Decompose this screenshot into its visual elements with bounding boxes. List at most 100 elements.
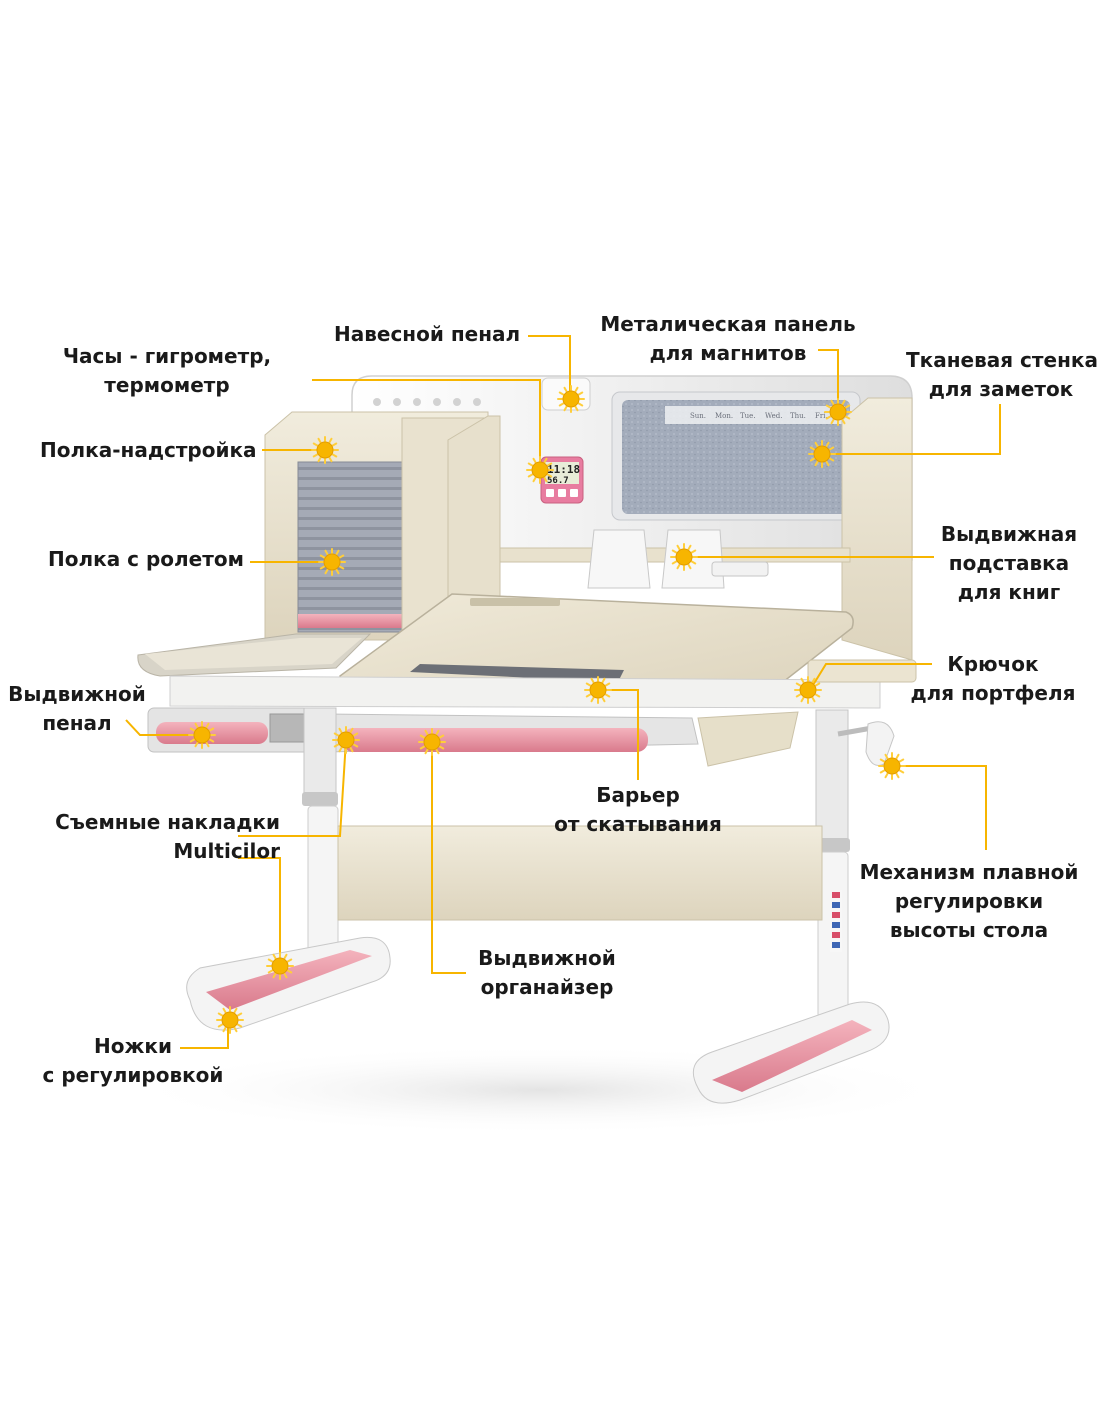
desk-apron	[169, 675, 881, 709]
label-line: для заметок	[928, 377, 1074, 401]
label-line: для книг	[957, 580, 1061, 604]
label-line: Выдвижная	[940, 522, 1078, 546]
leader-overlays-2	[238, 857, 281, 962]
calendar-day-label: Mon.	[715, 412, 733, 420]
calendar-strip	[665, 406, 845, 424]
label-shelf-superstructure: Полка-надстройка	[40, 436, 257, 465]
label-shelf-roller: Полка с ролетом	[48, 545, 244, 574]
leader-metal-panel	[818, 349, 839, 412]
label-height-mechanism: Механизм плавной регулировки высоты стол…	[856, 858, 1082, 945]
sun-marker-icon	[584, 676, 612, 704]
anti-roll-barrier	[410, 664, 624, 682]
label-book-stand: Выдвижная подставка для книг	[936, 520, 1082, 607]
roller-pink-strip	[298, 614, 402, 628]
sun-marker-icon	[311, 436, 339, 464]
label-removable-overlays: Съемные накладки Multicilor	[40, 808, 280, 866]
label-line: с регулировкой	[42, 1063, 224, 1087]
label-line: Ножки	[94, 1034, 172, 1058]
label-anti-roll-barrier: Барьер от скатывания	[550, 781, 726, 839]
book-stand-right	[661, 529, 725, 589]
label-line: от скатывания	[554, 812, 722, 836]
sun-marker-icon	[188, 721, 216, 749]
right-leg-upper	[815, 709, 849, 845]
label-drawer-pencil: Выдвижной пенал	[4, 680, 150, 738]
left-leg-collar	[302, 792, 338, 806]
label-clock-hygrometer: Часы - гигрометр, термометр	[62, 342, 272, 400]
clock-buttons	[546, 489, 578, 497]
label-line: Часы - гигрометр,	[62, 344, 272, 368]
label-line: Металическая панель	[600, 312, 856, 336]
sun-marker-icon	[318, 548, 346, 576]
calendar-day-label: Wed.	[765, 412, 782, 420]
clock-screen	[545, 462, 579, 484]
leader-overlays	[238, 739, 347, 837]
leader-mechanism	[892, 765, 987, 850]
clock-time-text: 11:18	[547, 463, 580, 476]
leader-hanging-case	[528, 335, 571, 398]
sun-marker-icon	[670, 543, 698, 571]
label-line: Выдвижной	[8, 682, 146, 706]
label-line: Механизм плавной	[859, 860, 1079, 884]
height-crank	[837, 721, 895, 766]
calendar-day-label: Tue.	[740, 412, 756, 420]
leader-organizer	[431, 740, 466, 974]
label-line: пенал	[42, 711, 112, 735]
label-line: для магнитов	[649, 341, 807, 365]
left-foot-pink	[206, 950, 372, 1010]
left-leg-lower	[307, 805, 339, 957]
book-stand	[587, 529, 651, 589]
label-line: подставка	[948, 551, 1070, 575]
markers	[188, 385, 906, 1034]
label-line: высоты стола	[889, 918, 1049, 942]
leader-bag-hook	[809, 663, 932, 691]
roller-shutter	[297, 461, 403, 633]
label-line: органайзер	[480, 975, 614, 999]
sun-marker-icon	[557, 385, 585, 413]
sun-marker-icon	[878, 752, 906, 780]
label-fabric-wall: Тканевая стенка для заметок	[906, 346, 1098, 404]
leader-lines	[125, 335, 1001, 1049]
label-hanging-pencil-case: Навесной пенал	[334, 320, 520, 349]
label-line: Полка-надстройка	[40, 438, 257, 462]
felt-board	[622, 400, 850, 514]
sun-marker-icon	[266, 952, 294, 980]
clock-humidity-text: 56.7	[547, 476, 569, 486]
label-bag-hook: Крючок для портфеля	[910, 650, 1076, 708]
label-line: Multicilor	[173, 839, 280, 863]
label-line: Барьер	[596, 783, 680, 807]
sun-marker-icon	[808, 440, 836, 468]
leader-clock	[312, 379, 541, 470]
label-line: Тканевая стенка	[906, 348, 1098, 372]
sun-marker-icon	[418, 728, 446, 756]
calendar-day-label: Thu.	[790, 412, 806, 420]
right-leg-collar	[814, 838, 850, 852]
organizer-overlay	[342, 728, 648, 752]
label-line: Выдвижной	[478, 946, 616, 970]
calendar-days: Sun. Mon. Tue. Wed. Thu. Fri.	[690, 412, 828, 420]
book-stand-slider	[711, 561, 769, 577]
sun-marker-icon	[526, 456, 554, 484]
left-leg-upper	[303, 707, 337, 803]
label-organizer: Выдвижной органайзер	[470, 944, 624, 1002]
sun-marker-icon	[794, 676, 822, 704]
label-line: Полка с ролетом	[48, 547, 244, 571]
label-line: Навесной пенал	[334, 322, 521, 346]
label-line: термометр	[104, 373, 230, 397]
calendar-day-label: Fri.	[815, 412, 828, 420]
calendar-day-label: Sun.	[690, 412, 706, 420]
drawer-wedge	[697, 711, 799, 767]
leader-fabric-wall	[822, 404, 1001, 455]
sun-marker-icon	[216, 1006, 244, 1034]
label-adjustable-legs: Ножки с регулировкой	[36, 1032, 230, 1090]
right-foot-pink	[712, 1020, 872, 1092]
desk-left-surface-top	[145, 638, 362, 670]
label-line: для портфеля	[910, 681, 1076, 705]
leader-drawer-pencil	[125, 719, 202, 736]
label-line: Съемные накладки	[55, 810, 280, 834]
sun-marker-icon	[332, 726, 360, 754]
label-line: регулировки	[894, 889, 1044, 913]
right-shelf-structure	[841, 397, 913, 661]
label-line: Крючок	[947, 652, 1039, 676]
